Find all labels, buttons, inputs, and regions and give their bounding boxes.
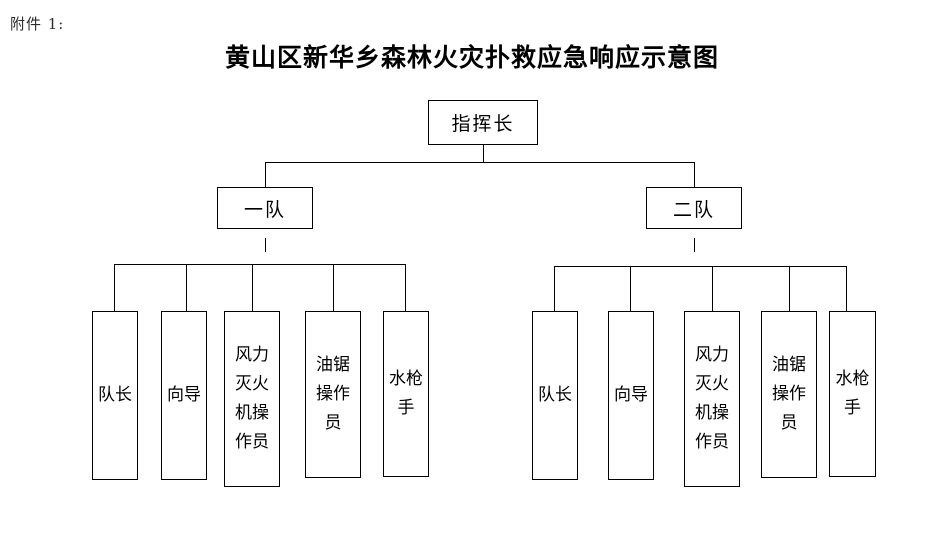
edge-team2-bus (554, 266, 846, 267)
edge-commander-to-team2 (694, 162, 695, 187)
edge-team1-drop-4 (333, 264, 334, 311)
node-team1-member-leader: 队长 (92, 311, 138, 480)
edge-team1-drop-2 (186, 264, 187, 311)
node-team1-member-blower-label: 风力灭火机操作员 (235, 344, 269, 453)
edge-team2-stem (694, 238, 695, 252)
node-team1-member-hose-label: 水枪手 (389, 368, 423, 418)
page-title: 黄山区新华乡森林火灾扑救应急响应示意图 (224, 43, 719, 72)
edge-team1-drop-3 (252, 264, 253, 311)
node-commander-label: 指挥长 (451, 113, 515, 135)
edge-team1-stem (265, 238, 266, 252)
node-team2-member-blower: 风力灭火机操作员 (684, 311, 740, 487)
node-team-2: 二队 (646, 187, 742, 229)
node-team1-member-blower: 风力灭火机操作员 (224, 311, 280, 487)
node-team1-member-guide: 向导 (161, 311, 207, 480)
node-team2-member-guide-label: 向导 (614, 384, 648, 405)
edge-commander-stem (483, 145, 484, 163)
edge-team1-drop-5 (405, 264, 406, 311)
node-team1-member-saw-label: 油锯操作员 (316, 354, 350, 434)
edge-team1-bus (114, 264, 406, 265)
node-team2-member-leader-label: 队长 (538, 384, 572, 405)
edge-team2-drop-1 (554, 266, 555, 311)
node-team1-member-hose: 水枪手 (383, 311, 429, 477)
edge-commander-to-team1 (265, 162, 266, 187)
edge-commander-bus (265, 162, 695, 163)
node-team-1-label: 一队 (243, 198, 286, 221)
edge-team1-drop-1 (114, 264, 115, 311)
node-team2-member-guide: 向导 (608, 311, 654, 480)
edge-team2-drop-5 (846, 266, 847, 311)
node-team2-member-saw: 油锯操作员 (761, 311, 817, 478)
node-team-1: 一队 (217, 187, 313, 229)
edge-team2-drop-2 (630, 266, 631, 311)
edge-team2-drop-3 (712, 266, 713, 311)
attachment-label: 附件 1: (10, 15, 65, 33)
node-team2-member-saw-label: 油锯操作员 (772, 354, 806, 434)
node-commander: 指挥长 (428, 100, 538, 145)
node-team2-member-blower-label: 风力灭火机操作员 (695, 344, 729, 453)
edge-team2-drop-4 (789, 266, 790, 311)
node-team1-member-guide-label: 向导 (167, 384, 201, 405)
node-team2-member-leader: 队长 (532, 311, 578, 480)
node-team2-member-hose: 水枪手 (829, 311, 876, 477)
node-team1-member-leader-label: 队长 (98, 384, 132, 405)
node-team-2-label: 二队 (672, 198, 715, 221)
node-team2-member-hose-label: 水枪手 (835, 368, 870, 418)
node-team1-member-saw: 油锯操作员 (305, 311, 361, 478)
